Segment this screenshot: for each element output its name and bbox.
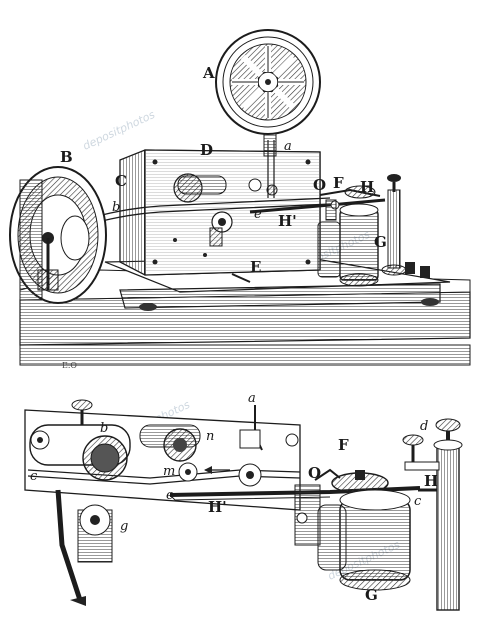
label-o: O [308, 464, 321, 482]
pillar-top [381, 174, 430, 278]
label-g: G [374, 233, 387, 251]
label-e-upper: E [250, 258, 261, 276]
roller-assembly [27, 399, 301, 606]
label-f: F [333, 174, 344, 192]
label-g: G [365, 586, 378, 604]
label-b-lower: b [100, 421, 108, 436]
label-c-lower: c [30, 469, 38, 484]
label-o: O [313, 176, 326, 194]
bottom-figure: a b n m c e H' O F d H c g G [24, 391, 463, 611]
label-d-upper: D [200, 141, 213, 159]
bracket-o [294, 484, 321, 546]
label-a-lower: a [284, 139, 292, 154]
pillar-bottom [402, 418, 463, 611]
clockwork-box [119, 149, 321, 283]
label-a-upper: A [202, 64, 215, 82]
label-e-lower: e [254, 207, 262, 222]
electromagnet-top [317, 203, 379, 287]
label-h-prime: H' [208, 498, 227, 516]
label-e-lower: e [166, 488, 174, 503]
electromagnet-bottom [317, 489, 411, 591]
label-h: H [424, 472, 438, 490]
label-a-lower: a [248, 391, 256, 406]
label-d-lower: d [420, 419, 428, 434]
label-m-lower: m [163, 464, 175, 479]
watermark-text: depositphotos [81, 108, 157, 153]
lever-h-prime [169, 468, 421, 501]
label-b-upper: B [60, 148, 73, 166]
label-c-lower-right: c [414, 494, 422, 509]
armature-f [331, 470, 389, 494]
clockwork-rollers [139, 405, 263, 487]
label-h-prime: H' [278, 212, 297, 230]
label-n-lower: n [206, 429, 214, 444]
paper-reel-a [215, 29, 321, 157]
label-h: H [360, 178, 374, 196]
label-g-lower: g [120, 519, 128, 534]
engraver-signature: E.O [62, 361, 77, 370]
receiving-reel-b [9, 166, 107, 304]
top-figure: A B C D a b O F H H' e G E E.O [9, 29, 471, 370]
lever-assembly-top [249, 185, 386, 221]
label-c-upper: C [115, 172, 127, 190]
label-f: F [338, 436, 349, 454]
label-b-lower: b [112, 200, 120, 215]
